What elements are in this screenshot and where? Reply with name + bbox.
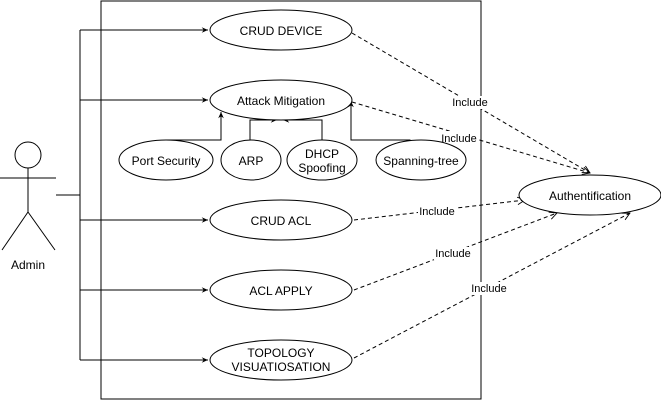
include-label-crud-device: Include xyxy=(452,97,487,109)
usecase-authentification[interactable]: Authentification xyxy=(518,174,661,216)
include-label-topology: Include xyxy=(471,283,506,295)
usecase-crud-acl[interactable]: CRUD ACL xyxy=(209,199,353,241)
actor-head xyxy=(14,141,42,169)
actor-right-leg xyxy=(27,211,56,251)
usecase-label: CRUD DEVICE xyxy=(240,24,323,38)
usecase-label: Authentification xyxy=(549,189,631,203)
connector-arp xyxy=(249,117,277,142)
usecase-label: Attack Mitigation xyxy=(237,94,325,108)
usecase-attack-mitigation[interactable]: Attack Mitigation xyxy=(209,79,353,121)
usecase-label-line2: Spoofing xyxy=(298,161,345,175)
usecase-label-line1: TOPOLOGY xyxy=(247,346,314,360)
actor-associations xyxy=(56,27,208,363)
usecase-label: ARP xyxy=(239,154,264,168)
actor-label: Admin xyxy=(11,258,45,272)
usecase-topology-visualisation[interactable]: TOPOLOGY VISUATIOSATION xyxy=(209,339,353,381)
usecase-spanning-tree[interactable]: Spanning-tree xyxy=(375,139,467,181)
connector-dhcp-spoofing xyxy=(283,117,323,142)
include-label-attack-mitigation: Include xyxy=(441,133,476,145)
usecase-label: CRUD ACL xyxy=(251,214,312,228)
usecase-dhcp-spoofing[interactable]: DHCP Spoofing xyxy=(286,139,358,181)
actor-left-leg xyxy=(1,211,29,251)
include-label-crud-acl: Include xyxy=(419,206,454,218)
usecase-port-security[interactable]: Port Security xyxy=(118,139,214,181)
usecase-label-line2: VISUATIOSATION xyxy=(232,360,331,374)
usecase-label: Port Security xyxy=(132,154,201,168)
usecase-arp[interactable]: ARP xyxy=(220,139,282,181)
actor-admin[interactable]: Admin xyxy=(0,141,56,272)
connector-spanning-tree xyxy=(348,101,411,142)
usecase-label: ACL APPLY xyxy=(249,284,312,298)
include-labels: Include Include Include Include Include xyxy=(418,96,508,295)
usecase-acl-apply[interactable]: ACL APPLY xyxy=(209,269,353,311)
system-boundary xyxy=(100,0,482,400)
include-attack-mitigation xyxy=(351,101,590,173)
usecase-label-line1: DHCP xyxy=(305,147,339,161)
connector-port-security xyxy=(165,112,224,142)
usecase-crud-device[interactable]: CRUD DEVICE xyxy=(209,9,353,51)
include-label-acl-apply: Include xyxy=(435,248,470,260)
usecase-label: Spanning-tree xyxy=(383,154,459,168)
